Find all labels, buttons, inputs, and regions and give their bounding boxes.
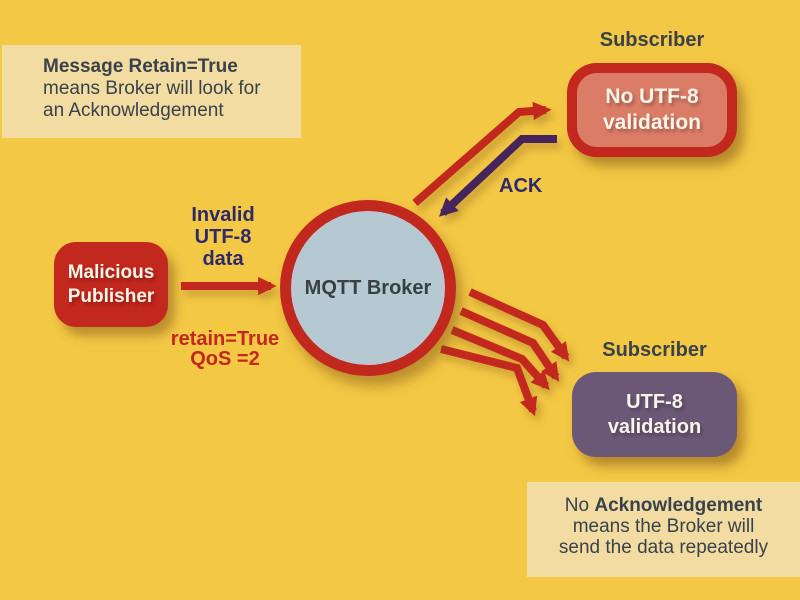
no-ack-note: No Acknowledgement means the Broker will… [527,482,800,577]
repeat-arrow-2 [459,307,560,382]
no-ack-note-line1-bold: Acknowledgement [594,495,763,516]
mqtt-broker-label: MQTT Broker [304,276,432,299]
retain-qos-label: retain=True QoS =2 [155,329,295,369]
retain-qos-line2: QoS =2 [190,348,260,370]
retain-note-line2: means Broker will look for [43,78,261,99]
ack-arrow [438,135,557,217]
subscriber-bottom-title: Subscriber [602,339,707,361]
subscriber-bottom-line1: UTF-8 [626,390,683,413]
no-ack-note-line3: send the data repeatedly [558,537,769,558]
subscriber-top-line1: No UTF-8 [605,85,699,108]
repeat-arrow-4 [440,345,538,417]
subscriber-top-line2: validation [602,111,702,134]
subscriber-top-box: No UTF-8 validation [567,63,737,157]
deliver-top-arrow [412,101,552,207]
subscriber-bottom-line2: validation [607,415,702,438]
no-ack-note-line1-regular: No [564,495,595,516]
repeat-arrow-3 [450,326,550,391]
invalid-utf8-line2: UTF-8 [194,226,252,248]
malicious-publisher-box: Malicious Publisher [54,242,168,327]
invalid-utf8-line1: Invalid [191,204,255,226]
mqtt-broker-circle: MQTT Broker [280,200,456,376]
retain-note: Message Retain=True means Broker will lo… [2,45,301,138]
retain-qos-line1: retain=True [170,328,280,350]
publisher-line1: Malicious [67,261,155,283]
retain-note-line3: an Acknowledgement [43,100,224,121]
invalid-utf8-label: Invalid UTF-8 data [171,204,275,270]
subscriber-top-title: Subscriber [599,29,705,51]
ack-label: ACK [499,175,543,197]
subscriber-bottom-box: UTF-8 validation [572,372,737,457]
publisher-line2: Publisher [67,285,155,307]
repeat-arrow-1 [468,288,570,362]
no-ack-note-line2: means the Broker will [572,516,755,537]
invalid-utf8-line3: data [202,248,244,270]
no-ack-note-line1: No Acknowledgement [527,495,800,516]
retain-note-line1: Message Retain=True [43,56,238,77]
